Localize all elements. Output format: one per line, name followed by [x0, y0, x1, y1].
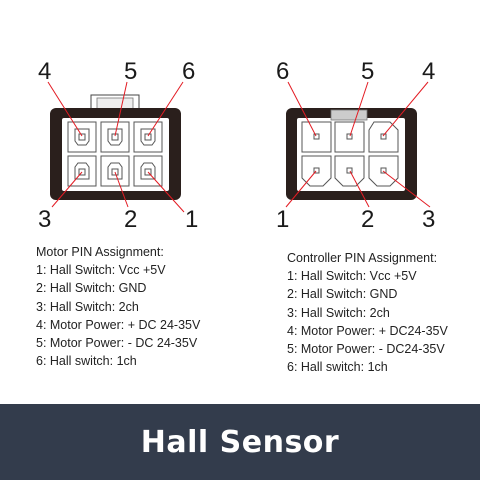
controller-leader-4	[382, 81, 429, 137]
title-banner: Hall Sensor	[0, 404, 480, 480]
motor-leader-4	[47, 81, 83, 137]
motor-assignment-item: 6: Hall switch: 1ch	[36, 354, 137, 369]
motor-pin-3-cell	[67, 155, 97, 187]
controller-assignment-item: 6: Hall switch: 1ch	[287, 360, 388, 375]
motor-pin-label-5: 5	[124, 58, 137, 85]
controller-leader-3	[382, 170, 431, 208]
motor-assignment-list: 1: Hall Switch: Vcc +5V 2: Hall Switch: …	[36, 261, 200, 370]
motor-pin-label-6: 6	[182, 58, 195, 85]
motor-pin-6-cell	[133, 121, 163, 153]
controller-assignment-item: 2: Hall Switch: GND	[287, 287, 398, 302]
controller-leader-6	[287, 81, 317, 137]
controller-pin-label-4: 4	[422, 58, 435, 85]
controller-connector: 6 5 4 1 2 3	[276, 58, 435, 233]
motor-connector: 4 5 6 3 2 1	[38, 58, 198, 233]
controller-pin-label-5: 5	[361, 58, 374, 85]
motor-assignment-item: 3: Hall Switch: 2ch	[36, 299, 139, 314]
controller-leader-5	[349, 81, 369, 137]
motor-leader-1	[147, 171, 185, 213]
motor-leader-2	[114, 171, 129, 208]
motor-assignment-item: 1: Hall Switch: Vcc +5V	[36, 263, 166, 278]
motor-leader-lines	[47, 81, 185, 213]
motor-pin-label-1: 1	[185, 206, 198, 233]
motor-leader-5	[114, 81, 128, 137]
controller-assignment-item: 3: Hall Switch: 2ch	[287, 305, 390, 320]
motor-pin-5-cell	[100, 121, 130, 153]
motor-pin-label-2: 2	[124, 206, 137, 233]
controller-leader-lines	[285, 81, 431, 208]
motor-assignment-heading: Motor PIN Assignment:	[36, 245, 164, 259]
motor-assignment-item: 2: Hall Switch: GND	[36, 281, 147, 296]
banner-title: Hall Sensor	[140, 424, 340, 460]
controller-pin-label-2: 2	[361, 206, 374, 233]
motor-pin-label-4: 4	[38, 58, 51, 85]
motor-pin-assignment: Motor PIN Assignment: 1: Hall Switch: Vc…	[36, 243, 200, 370]
motor-pin-terminals	[74, 128, 156, 180]
controller-assignment-list: 1: Hall Switch: Vcc +5V 2: Hall Switch: …	[287, 267, 448, 376]
controller-assignment-item: 4: Motor Power: + DC24-35V	[287, 323, 448, 338]
controller-assignment-heading: Controller PIN Assignment:	[287, 251, 438, 265]
connector-diagram: 4 5 6 3 2 1	[38, 58, 435, 233]
motor-leader-3	[51, 171, 83, 208]
controller-pin-holes	[313, 133, 387, 174]
controller-pin-label-1: 1	[276, 206, 289, 233]
motor-pin-label-3: 3	[38, 206, 51, 233]
motor-pin-2-cell	[100, 155, 130, 187]
motor-pin-4-cell	[67, 121, 97, 153]
motor-leader-6	[147, 81, 184, 137]
motor-assignment-item: 5: Motor Power: - DC 24-35V	[36, 336, 198, 351]
controller-assignment-item: 5: Motor Power: - DC24-35V	[287, 342, 445, 357]
controller-assignment-item: 1: Hall Switch: Vcc +5V	[287, 269, 417, 284]
controller-connector-latch	[330, 109, 368, 121]
motor-pin-1-cell	[133, 155, 163, 187]
motor-assignment-item: 4: Motor Power: + DC 24-35V	[36, 317, 201, 332]
motor-pin-grid	[67, 121, 163, 187]
controller-leader-2	[349, 170, 370, 208]
controller-pin-label-6: 6	[276, 58, 289, 85]
controller-pin-assignment: Controller PIN Assignment: 1: Hall Switc…	[287, 249, 448, 376]
controller-pin-label-3: 3	[422, 206, 435, 233]
controller-leader-1	[285, 170, 317, 208]
